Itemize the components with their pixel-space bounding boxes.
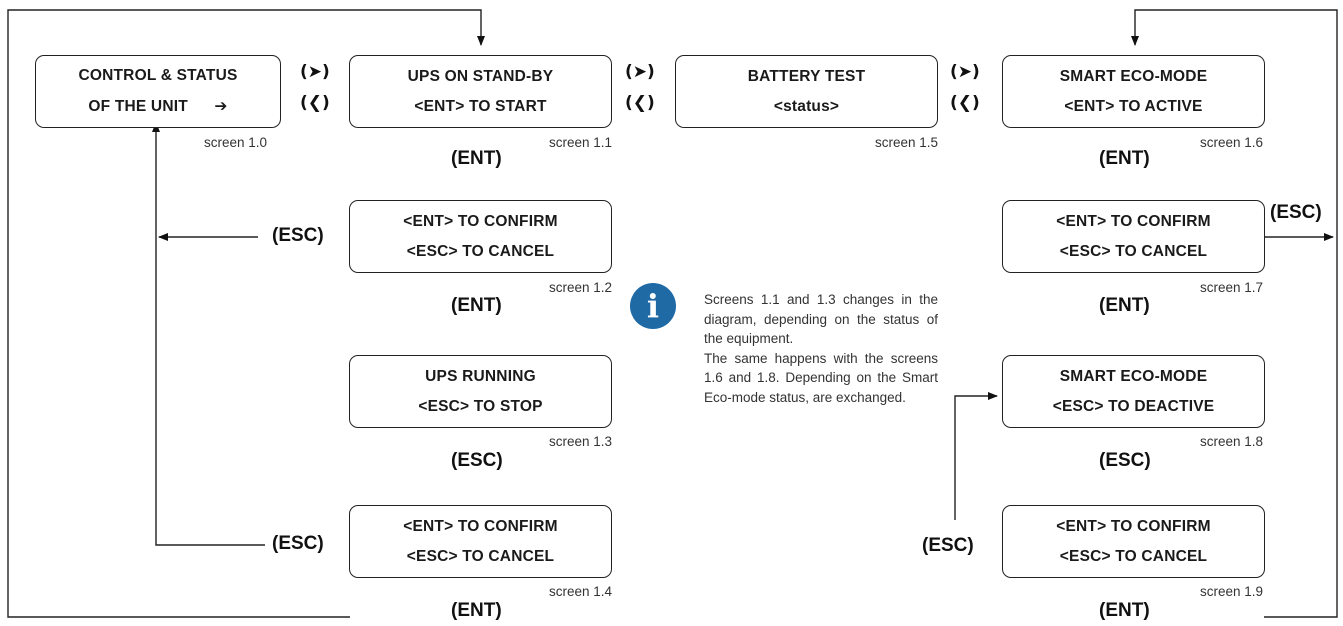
screen-1-3-line-1: UPS RUNNING [425,367,536,385]
screen-1-3-label: screen 1.3 [548,434,612,449]
screen-1-9-line-1: <ENT> TO CONFIRM [1056,517,1211,535]
ent-key-1-6: (ENT) [1099,148,1150,169]
screen-1-5-label: screen 1.5 [874,135,938,150]
esc-key-1-9: (ESC) [922,535,974,556]
screen-1-4: <ENT> TO CONFIRM <ESC> TO CANCEL [349,505,612,578]
screen-1-6: SMART ECO-MODE <ENT> TO ACTIVE [1002,55,1265,128]
screen-1-9-line-2: <ESC> TO CANCEL [1059,547,1208,565]
screen-1-5-line-1: BATTERY TEST [747,67,866,85]
screen-1-0: CONTROL & STATUS OF THE UNIT ➔ [35,55,281,128]
screen-1-5: BATTERY TEST <status> [675,55,938,128]
right-arrow-icon: ➔ [214,97,228,115]
esc-key-1-4: (ESC) [272,533,324,554]
loop-line-left [7,9,485,618]
ent-key-1-1: (ENT) [451,148,502,169]
screen-1-1-label: screen 1.1 [548,135,612,150]
screen-1-8-line-1: SMART ECO-MODE [1059,367,1208,385]
screen-1-7-line-1: <ENT> TO CONFIRM [1056,212,1211,230]
screen-1-2-line-1: <ENT> TO CONFIRM [403,212,558,230]
ent-key-1-7: (ENT) [1099,295,1150,316]
loop-line-right [1131,9,1338,618]
screen-1-5-line-2: <status> [773,97,840,115]
nav-next-1-1: (➤) [625,62,655,82]
esc-key-1-7: (ESC) [1270,202,1322,223]
screen-1-7-line-2: <ESC> TO CANCEL [1059,242,1208,260]
screen-1-6-line-2: <ENT> TO ACTIVE [1064,97,1203,115]
screen-1-4-label: screen 1.4 [548,584,612,599]
nav-next-1-5: (➤) [950,62,980,82]
nav-prev-1-1: (❮) [625,93,655,113]
screen-1-2-label: screen 1.2 [548,280,612,295]
screen-1-3-line-2: <ESC> TO STOP [418,397,543,415]
screen-1-6-line-1: SMART ECO-MODE [1059,67,1208,85]
screen-1-8-label: screen 1.8 [1199,434,1263,449]
screen-1-9: <ENT> TO CONFIRM <ESC> TO CANCEL [1002,505,1265,578]
screen-1-4-line-2: <ESC> TO CANCEL [406,547,555,565]
screen-1-8-line-2: <ESC> TO DEACTIVE [1052,397,1215,415]
screen-1-8: SMART ECO-MODE <ESC> TO DEACTIVE [1002,355,1265,428]
esc-key-1-2: (ESC) [272,225,324,246]
screen-1-2-line-2: <ESC> TO CANCEL [406,242,555,260]
screen-1-1: UPS ON STAND-BY <ENT> TO START [349,55,612,128]
nav-prev-1-5: (❮) [950,93,980,113]
screen-1-1-line-2: <ENT> TO START [414,97,547,115]
screen-1-2: <ENT> TO CONFIRM <ESC> TO CANCEL [349,200,612,273]
screen-1-7-label: screen 1.7 [1199,280,1263,295]
screen-1-6-label: screen 1.6 [1199,135,1263,150]
screen-1-0-line-2: OF THE UNIT ➔ [88,91,227,122]
esc-line-from-1-4 [152,122,265,546]
info-note-paragraph-2: The same happens with the screens 1.6 an… [704,350,938,405]
screen-1-0-line-2-text: OF THE UNIT [88,98,188,115]
esc-line-from-1-9 [954,392,998,520]
esc-key-1-3: (ESC) [451,450,503,471]
info-note: Screens 1.1 and 1.3 changes in the diagr… [704,290,938,407]
info-note-paragraph-1: Screens 1.1 and 1.3 changes in the diagr… [704,292,938,346]
esc-key-1-8: (ESC) [1099,450,1151,471]
screen-1-7: <ENT> TO CONFIRM <ESC> TO CANCEL [1002,200,1265,273]
screen-1-1-line-1: UPS ON STAND-BY [407,67,554,85]
ent-key-1-2: (ENT) [451,295,502,316]
screen-1-4-line-1: <ENT> TO CONFIRM [403,517,558,535]
ent-key-1-4: (ENT) [451,600,502,621]
screen-1-0-line-1: CONTROL & STATUS [78,67,238,84]
nav-prev-1-0: (❮) [300,93,330,113]
ent-key-1-9: (ENT) [1099,600,1150,621]
screen-1-9-label: screen 1.9 [1199,584,1263,599]
screen-1-0-label: screen 1.0 [203,135,267,150]
nav-next-1-0: (➤) [300,62,330,82]
screen-1-3: UPS RUNNING <ESC> TO STOP [349,355,612,428]
info-icon: i [630,283,676,329]
